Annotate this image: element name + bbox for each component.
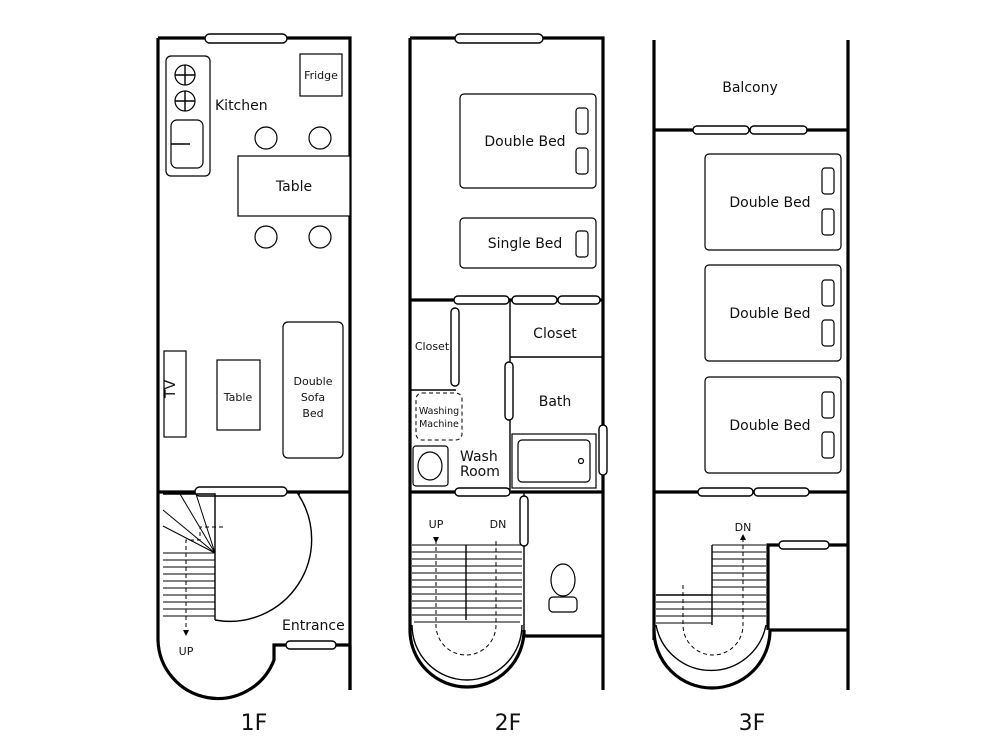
coffee-table — [216, 359, 261, 431]
f1-door-entrance — [285, 640, 337, 650]
pillow-icon — [575, 107, 589, 135]
tv — [163, 350, 187, 438]
f3-double-bed-3 — [704, 376, 842, 474]
pillow-icon — [821, 319, 835, 347]
tv-label: TV — [163, 380, 179, 400]
f3-double-bed-1 — [704, 153, 842, 251]
kitchen-label: Kitchen — [215, 98, 268, 114]
floor-2f: Double Bed Single Bed Closet Closet Bath… — [408, 33, 608, 736]
f3-bed2-label: Double Bed — [729, 306, 810, 322]
f3-bed1-label: Double Bed — [729, 195, 810, 211]
f2-stair-dn-label: DN — [490, 518, 507, 531]
floor-label-1f: 1F — [241, 711, 268, 736]
pillow-icon — [821, 431, 835, 459]
floor-1f: Kitchen Fridge Table TV Table Double Sof… — [156, 33, 352, 736]
fridge — [299, 53, 343, 97]
f2-window-top — [454, 33, 544, 44]
sofa-bed-label-line3: Bed — [302, 407, 323, 420]
washing-machine-label-line1: Washing — [419, 406, 459, 417]
f1-door-interior — [194, 486, 288, 497]
pillow-icon — [821, 279, 835, 307]
f3-double-bed-2 — [704, 264, 842, 362]
f3-wall-bottom — [652, 628, 848, 690]
closet-door — [450, 307, 460, 387]
sofa-bed-label-line1: Double — [294, 375, 333, 388]
pillow-icon — [575, 230, 589, 258]
floor-3f: Balcony Double Bed Double Bed Double Bed — [652, 40, 850, 736]
f1-staircase: UP — [162, 493, 313, 658]
f2-double-bed — [459, 93, 597, 189]
pillow-icon — [821, 208, 835, 236]
washing-machine-label-line2: Machine — [419, 419, 459, 430]
entrance-label: Entrance — [282, 618, 345, 634]
f3-bed3-label: Double Bed — [729, 418, 810, 434]
f2-double-bed-label: Double Bed — [484, 134, 565, 150]
balcony-label: Balcony — [722, 80, 778, 96]
floor-label-3f: 3F — [739, 711, 766, 736]
fridge-label: Fridge — [304, 69, 338, 82]
wash-room-label-line1: Wash — [460, 449, 498, 465]
stool-icon — [308, 126, 332, 150]
f1-window-top — [204, 33, 288, 44]
stool-icon — [254, 126, 278, 150]
f2-staircase: UP DN — [411, 518, 523, 681]
dining-table-label: Table — [275, 179, 312, 195]
coffee-table-label: Table — [223, 391, 253, 404]
f2-closet-large-label: Closet — [533, 326, 577, 342]
sofa-bed — [282, 321, 344, 459]
f2-single-bed — [459, 217, 597, 269]
f1-stair-up-label: UP — [179, 645, 194, 658]
f2-single-bed-label: Single Bed — [488, 236, 563, 252]
washing-machine — [415, 392, 463, 441]
floor-label-2f: 2F — [495, 711, 522, 736]
pillow-icon — [821, 391, 835, 419]
dining-table — [237, 155, 351, 217]
f2-stair-up-label: UP — [429, 518, 444, 531]
f2-closet-small-label: Closet — [415, 340, 450, 353]
f2-bath-label: Bath — [539, 394, 572, 410]
f1-wall-left — [156, 38, 350, 701]
f3-staircase: DN — [655, 521, 767, 672]
stool-icon — [308, 225, 332, 249]
wash-room-label-line2: Room — [460, 464, 500, 480]
f2-wall-left — [408, 38, 603, 689]
f3-stair-dn-label: DN — [735, 521, 752, 534]
pillow-icon — [821, 167, 835, 195]
pillow-icon — [575, 147, 589, 175]
toilet-icon — [550, 563, 576, 597]
sofa-bed-label-line2: Sofa — [301, 391, 325, 404]
stool-icon — [254, 225, 278, 249]
